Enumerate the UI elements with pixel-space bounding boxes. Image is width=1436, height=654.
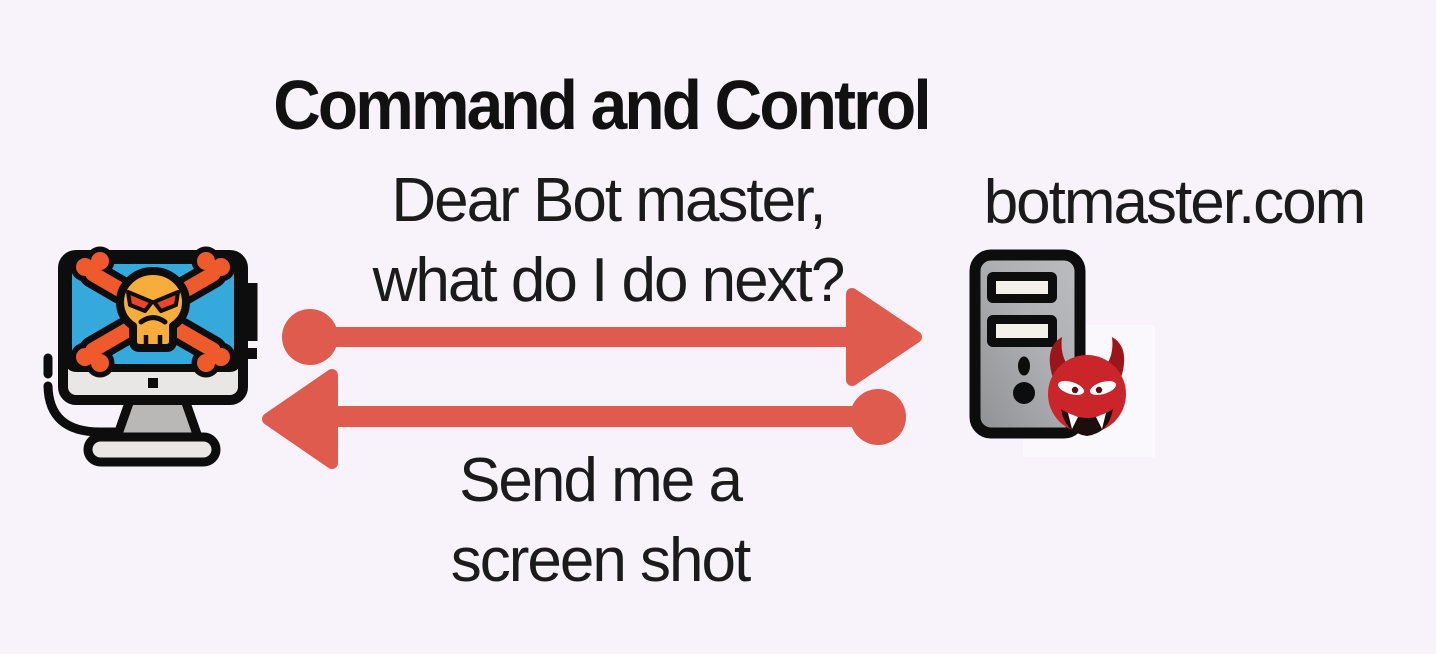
response-message-line1: Send me a (459, 446, 743, 515)
infected-computer-icon (43, 246, 258, 467)
skull-crossbones-icon (70, 246, 236, 378)
response-message-line2: screen shot (450, 526, 752, 595)
exclamation-icon (246, 283, 258, 359)
devil-face-icon (1048, 337, 1126, 436)
diagram-title: Command and Control (273, 66, 931, 144)
response-message: Send me a screen shot (300, 441, 900, 601)
c2-server-icon (969, 249, 1155, 457)
request-arrow-right-icon (282, 288, 922, 386)
request-message: Dear Bot master, what do I do next? (308, 161, 908, 321)
request-message-line1: Dear Bot master, (391, 166, 826, 235)
response-arrow-left-icon (262, 369, 906, 469)
request-message-line2: what do I do next? (372, 246, 846, 315)
server-domain-label: botmaster.com (983, 168, 1367, 237)
power-cable-icon (43, 353, 195, 437)
